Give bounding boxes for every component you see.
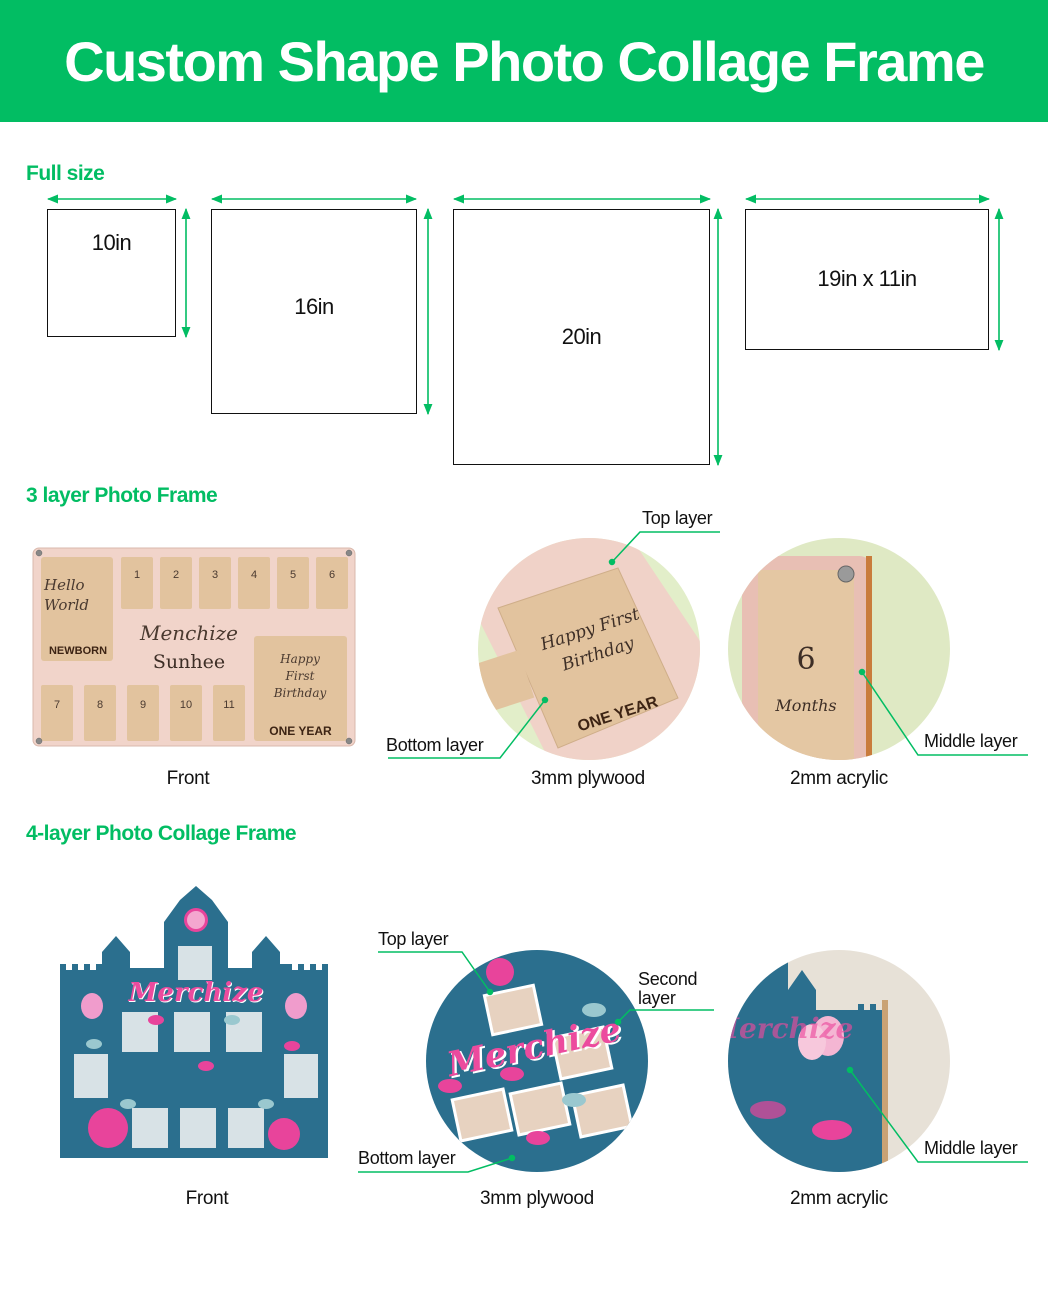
month-number: 7 (53, 699, 61, 711)
month-number: 5 (289, 569, 297, 581)
full-size-title: Full size (26, 162, 105, 185)
month-number: 1 (133, 569, 141, 581)
month-number: 3 (211, 569, 219, 581)
four-layer-detail-acrylic: Merchize (728, 950, 950, 1172)
size-label: 10in (91, 230, 132, 255)
one-year-text: ONE YEAR (269, 724, 332, 738)
label-bottom-layer: Bottom layer (386, 735, 484, 755)
three-layer-detail-plywood: Happy First Birthday ONE YEAR (478, 538, 700, 760)
brand-script-text: Menchize (139, 621, 239, 645)
three-layer-title: 3 layer Photo Frame (26, 484, 218, 507)
size-label: 19in x 11in (817, 265, 917, 291)
four-layer-caption-plywood: 3mm plywood (480, 1188, 594, 1209)
label-second-layer-line1: Second (638, 969, 698, 989)
month-number: 2 (172, 569, 180, 581)
four-layer-front-caption: Front (185, 1188, 229, 1209)
label-second-layer-line2: layer (638, 988, 676, 1008)
detail-brand-blurred-text: Merchize (728, 1012, 853, 1045)
size-box-16in: 16in (211, 209, 417, 414)
month-number: 9 (139, 699, 147, 711)
name-text: Sunhee (152, 651, 226, 673)
label-bottom-layer-4: Bottom layer (358, 1148, 456, 1168)
newborn-text: NEWBORN (48, 645, 108, 657)
month-number: 4 (250, 569, 258, 581)
size-box-20in: 20in (453, 209, 710, 465)
size-box-19x11in: 19in x 11in (745, 209, 989, 350)
month-number: 10 (179, 699, 193, 711)
label-top-layer: Top layer (642, 508, 713, 528)
detail-six-text: 6 (796, 642, 816, 677)
size-label: 20in (561, 324, 602, 349)
page-title: Custom Shape Photo Collage Frame (64, 29, 985, 93)
three-layer-caption-plywood: 3mm plywood (531, 768, 645, 789)
three-layer-front-image: Hello World NEWBORN Menchize Sunhee Happ… (32, 547, 356, 747)
three-layer-detail-acrylic: 6 Months (728, 538, 950, 760)
four-layer-title: 4-layer Photo Collage Frame (26, 822, 297, 845)
size-box-10in: 10in (47, 209, 176, 337)
month-number: 6 (328, 569, 336, 581)
hello-world-text: Hello World (44, 576, 89, 614)
four-layer-detail-plywood: Merchize (426, 950, 648, 1172)
label-top-layer-4: Top layer (378, 929, 449, 949)
size-label: 16in (294, 293, 334, 319)
three-layer-caption-acrylic: 2mm acrylic (789, 768, 889, 789)
month-number: 8 (96, 699, 104, 711)
detail-months-text: Months (775, 696, 837, 715)
label-middle-layer: Middle layer (924, 731, 1018, 751)
happy-birthday-text: Happy First Birthday (273, 652, 327, 700)
three-layer-front-caption: Front (166, 768, 210, 789)
four-layer-caption-acrylic: 2mm acrylic (789, 1188, 889, 1209)
label-middle-layer-4: Middle layer (924, 1138, 1018, 1158)
four-layer-front-image: Merchize (56, 882, 332, 1158)
castle-brand-text: Merchize (128, 978, 264, 1008)
page-header: Custom Shape Photo Collage Frame (0, 0, 1048, 122)
month-number: 11 (223, 699, 235, 711)
